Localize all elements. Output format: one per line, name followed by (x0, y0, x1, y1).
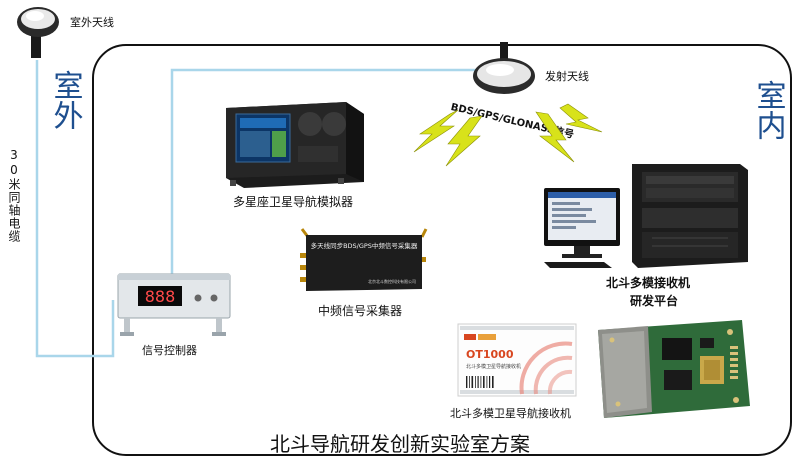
receiver-platform-device (544, 164, 748, 268)
lightning-icon (535, 111, 575, 163)
lightning-icon (413, 109, 459, 153)
transmit-antenna-icon (473, 58, 535, 94)
module-model-text: OT1000 (466, 348, 514, 361)
simulator-device (226, 102, 364, 188)
lightning-icon (445, 115, 483, 167)
transmit-antenna-mast (500, 42, 508, 62)
if-collector-device: 多天线同步BDS/GPS中频信号采集器 北京北斗数控科技有限公司 (300, 228, 428, 291)
signal-lightning-group (413, 103, 603, 167)
feed-cable-line (170, 68, 480, 282)
receiver-pcb-board (598, 320, 750, 418)
receiver-platform-label-line2: 研发平台 (630, 294, 679, 308)
signal-controller-label: 信号控制器 (142, 344, 197, 357)
indoor-label: 室内 (750, 80, 786, 140)
simulator-label: 多星座卫星导航模拟器 (233, 195, 354, 209)
module-caption-text: 北斗多模卫星导航接收机 (466, 363, 521, 370)
controller-display-text: 888 (145, 287, 176, 306)
receiver-platform-label-line1: 北斗多模接收机 (606, 276, 691, 290)
receiver-module-device: OT1000 北斗多模卫星导航接收机 (457, 323, 577, 397)
if-collector-maker-text: 北京北斗数控科技有限公司 (368, 278, 416, 284)
outdoor-label: 室外 (47, 70, 83, 130)
lightning-icon (559, 103, 603, 133)
transmit-antenna-label: 发射天线 (545, 70, 589, 83)
module-board-label: 北斗多模卫星导航接收机 (450, 407, 571, 420)
lab-boundary-frame (92, 44, 792, 456)
outdoor-antenna-label: 室外天线 (70, 16, 114, 29)
outdoor-antenna-icon (17, 7, 59, 37)
coaxial-cable-line (35, 60, 115, 358)
outdoor-antenna-mast (31, 34, 41, 58)
signal-controller-device: 888 (117, 273, 231, 336)
coaxial-cable-label: 30米同轴电缆 (7, 148, 21, 243)
diagram-title: 北斗导航研发创新实验室方案 (270, 432, 530, 456)
if-collector-label: 中频信号采集器 (318, 304, 403, 318)
if-collector-plate-text: 多天线同步BDS/GPS中频信号采集器 (311, 241, 418, 250)
